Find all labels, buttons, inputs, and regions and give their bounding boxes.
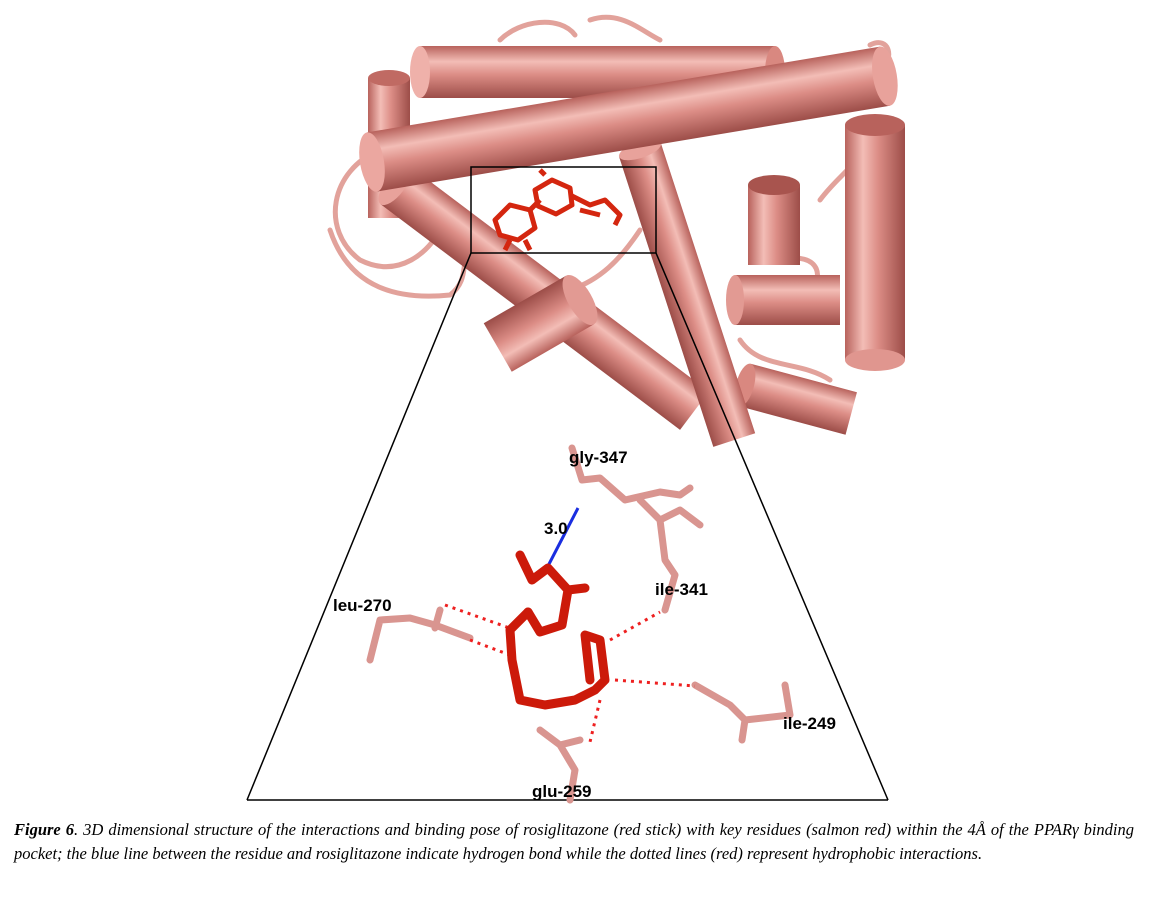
caption-text: . 3D dimensional structure of the intera… — [14, 820, 1135, 863]
ligand-in-pocket — [492, 168, 623, 252]
zoom-box — [470, 166, 657, 254]
zoom-line-right — [655, 252, 889, 801]
figure-image: gly-347 3.0 leu-270 ile-341 ile-249 glu-… — [246, 14, 905, 804]
binding-pocket-detail — [366, 444, 794, 804]
helix-cylinder — [726, 275, 840, 325]
label-glu-259: glu-259 — [532, 782, 592, 801]
label-gly-347: gly-347 — [569, 448, 628, 467]
zoom-line-left — [246, 252, 472, 801]
figure-number: Figure 6 — [14, 820, 75, 839]
rosiglitazone-ligand — [505, 550, 610, 710]
residues — [366, 444, 794, 804]
helix-cylinder — [845, 114, 905, 371]
label-leu-270: leu-270 — [333, 596, 392, 615]
hydrophobic-interactions — [444, 603, 696, 743]
protein-structure — [327, 14, 905, 447]
label-ile-249: ile-249 — [783, 714, 836, 733]
figure-caption: Figure 6. 3D dimensional structure of th… — [14, 818, 1134, 865]
hydrogen-bond — [546, 507, 580, 567]
residue-labels: gly-347 3.0 leu-270 ile-341 ile-249 glu-… — [333, 448, 836, 801]
helix-cylinder — [359, 46, 898, 192]
label-ile-341: ile-341 — [655, 580, 708, 599]
label-distance: 3.0 — [544, 519, 568, 538]
helix-cylinder — [483, 275, 598, 372]
helix-cylinder — [748, 175, 800, 265]
